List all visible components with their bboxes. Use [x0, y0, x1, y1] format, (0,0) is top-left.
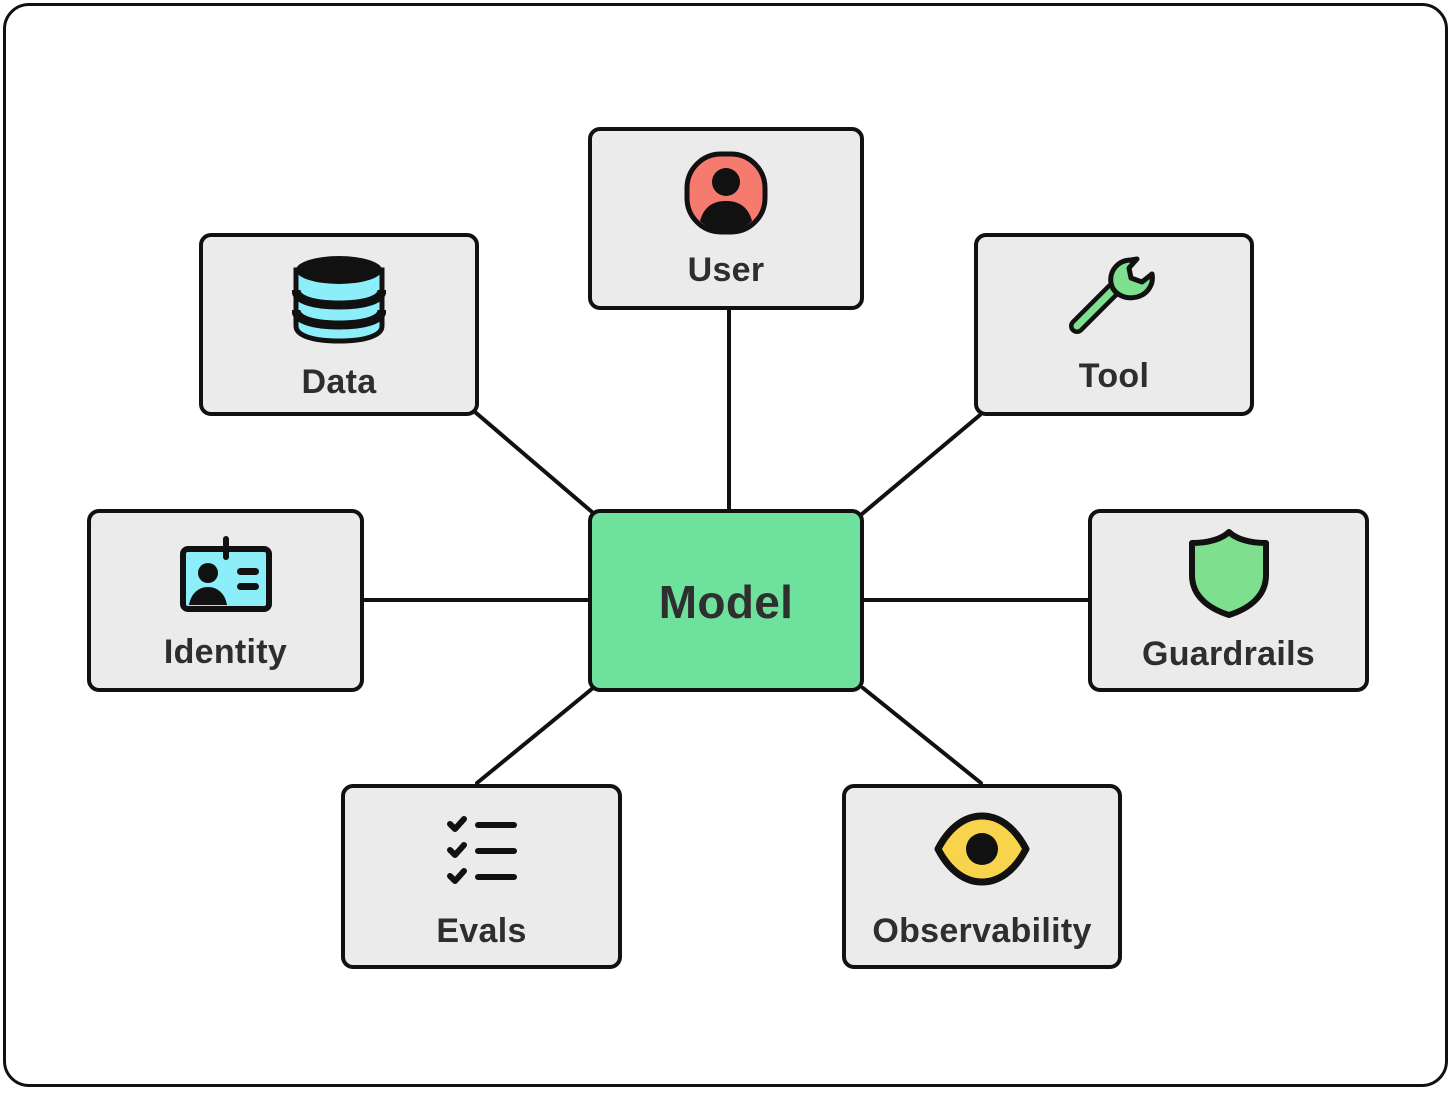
connector-data — [473, 410, 594, 514]
node-user: User — [588, 127, 864, 310]
node-user-label: User — [687, 251, 765, 289]
node-model-label: Model — [658, 576, 794, 628]
wrench-icon — [1069, 256, 1159, 342]
checklist-icon — [446, 814, 518, 884]
node-observability-label: Observability — [872, 912, 1092, 950]
connector-observability — [861, 686, 983, 785]
id-card-icon — [179, 535, 273, 615]
node-guardrails: Guardrails — [1088, 509, 1369, 692]
node-identity: Identity — [87, 509, 364, 692]
node-evals-label: Evals — [436, 912, 527, 950]
shield-icon — [1184, 527, 1274, 619]
user-icon — [684, 151, 768, 235]
node-observability: Observability — [842, 784, 1122, 969]
connector-tool — [860, 413, 982, 516]
node-data-label: Data — [301, 363, 377, 401]
node-tool-label: Tool — [1078, 357, 1150, 395]
database-icon — [291, 252, 387, 344]
node-evals: Evals — [341, 784, 622, 969]
node-data: Data — [199, 233, 479, 416]
node-identity-label: Identity — [163, 633, 288, 671]
node-tool: Tool — [974, 233, 1254, 416]
connector-evals — [475, 686, 595, 785]
eye-icon — [934, 812, 1030, 886]
node-model: Model — [588, 509, 864, 692]
node-guardrails-label: Guardrails — [1141, 635, 1316, 673]
